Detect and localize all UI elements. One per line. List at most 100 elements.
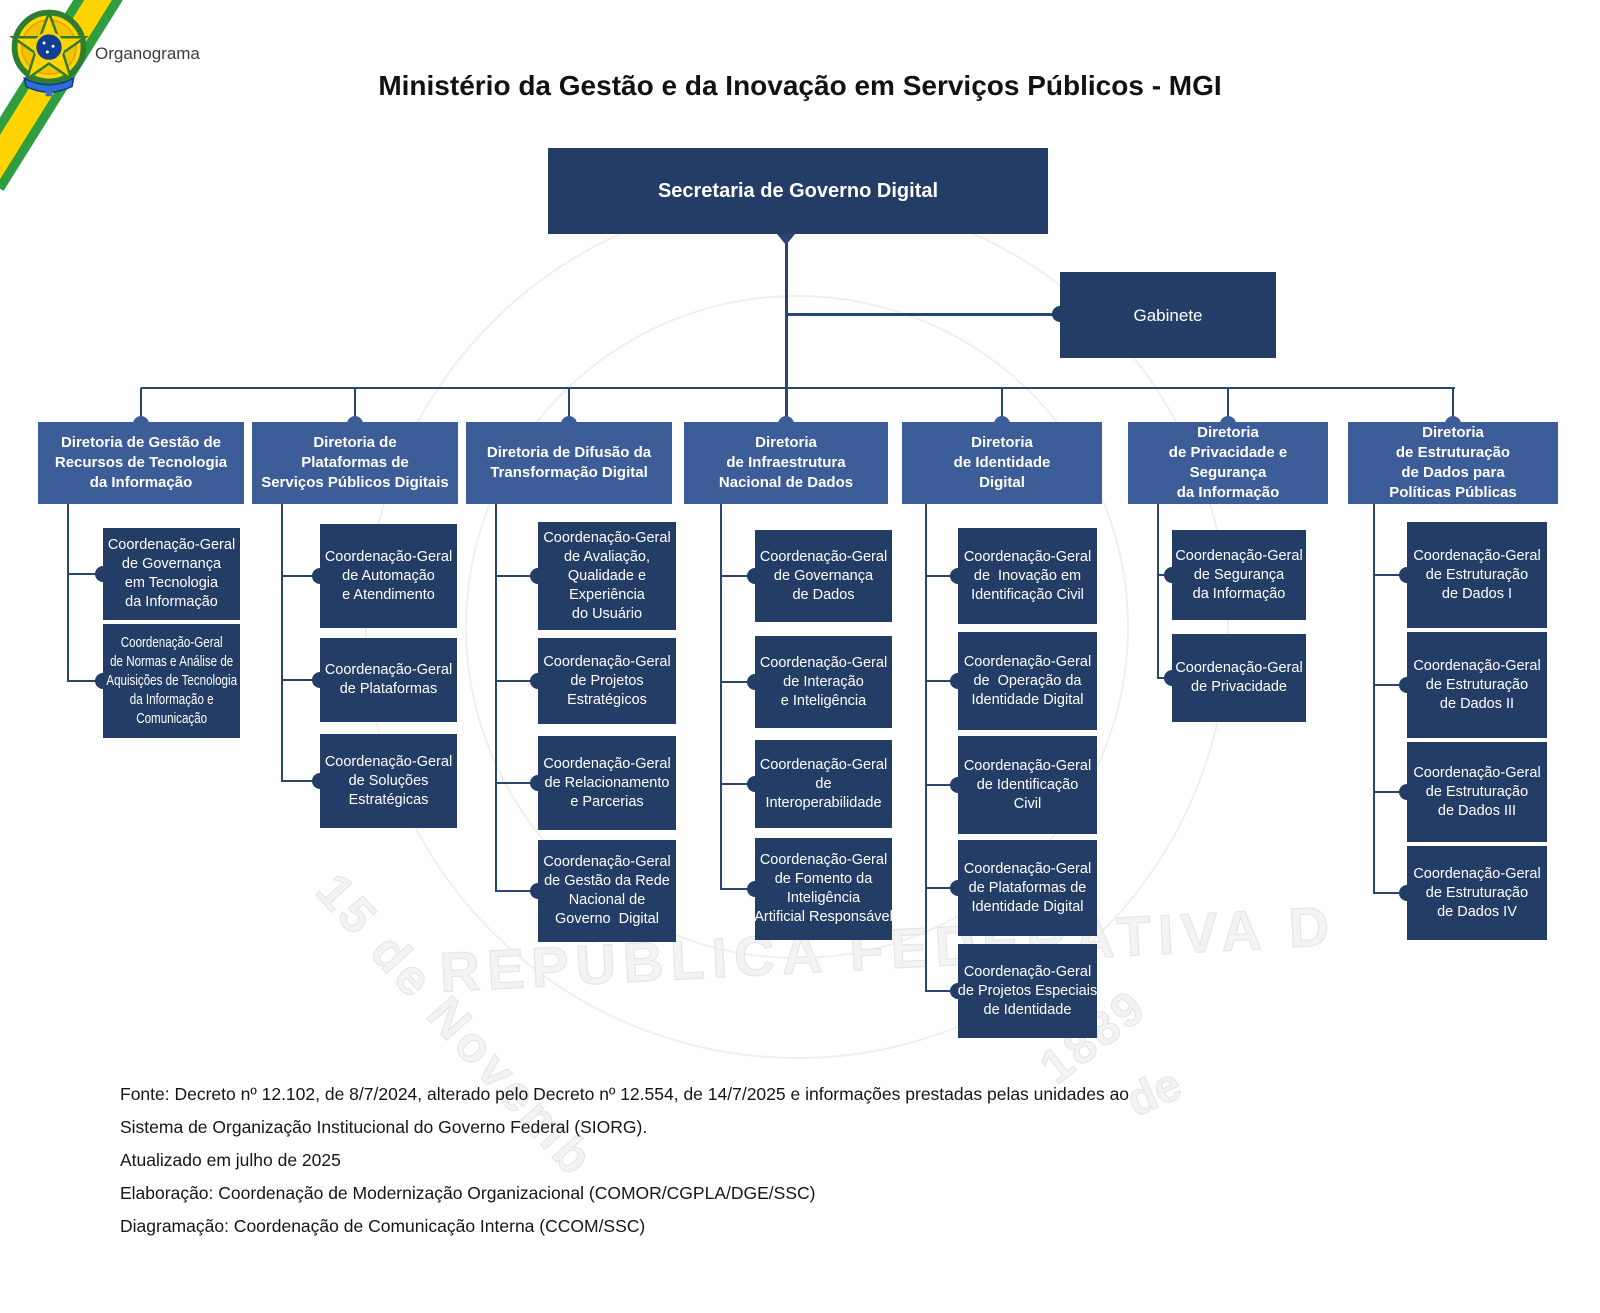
node-label: Coordenação-Geral de Inovação em Identif… [963,548,1092,603]
node-label: Coordenação-Geral de Estruturação de Dad… [1413,865,1541,920]
node-label: Coordenação-Geral de Segurança da Inform… [1175,547,1303,602]
connector-main-line [141,387,1455,389]
connector-branch [720,681,755,683]
node-label: Coordenação-Geral de Relacionamento e Pa… [543,755,671,810]
connector-branch [67,573,103,575]
footer-notes: Fonte: Decreto nº 12.102, de 8/7/2024, a… [120,1078,1380,1243]
node-label: Coordenação-Geral de Avaliação, Qualidad… [543,529,671,622]
node-cg-operacao-identidade-digital: Coordenação-Geral de Operação da Identid… [958,632,1097,730]
connector-branch [495,890,538,892]
connector-branch [720,783,755,785]
node-label: Diretoria de Infraestrutura Nacional de … [718,434,854,491]
node-label: Coordenação-Geral de Projetos Especiais … [957,963,1098,1018]
logo-caption: Organograma [95,44,200,63]
footer-line-fonte: Fonte: Decreto nº 12.102, de 8/7/2024, a… [120,1084,1130,1104]
gov-br-logo [0,0,152,191]
node-diretoria-privacidade-seguranca: Diretoria de Privacidade e Segurança da … [1128,422,1328,504]
connector-branch [925,784,958,786]
node-cg-seguranca-informacao: Coordenação-Geral de Segurança da Inform… [1172,530,1306,620]
connector-branch [1373,892,1407,894]
node-label: Diretoria de Gestão de Recursos de Tecno… [54,434,228,491]
connector-stub [354,388,356,422]
footer-line-atualizado: Atualizado em julho de 2025 [120,1150,341,1170]
node-label: Coordenação-Geral de Projetos Estratégic… [543,653,671,708]
node-label: Coordenação-Geral de Privacidade [1175,660,1303,695]
node-cg-identificacao-civil: Coordenação-Geral de Identificação Civil [958,736,1097,834]
node-label: Diretoria de Privacidade e Segurança da … [1168,424,1288,501]
node-diretoria-infraestrutura-dados: Diretoria de Infraestrutura Nacional de … [684,422,888,504]
connector-branch [495,680,538,682]
connector-branch [495,575,538,577]
node-cg-plataformas: Coordenação-Geral de Plataformas [320,638,457,722]
node-label: Coordenação-Geral de Identificação Civil [963,757,1092,812]
footer-line-elaboracao: Elaboração: Coordenação de Modernização … [120,1183,816,1203]
connector-trunk [281,504,283,781]
node-cg-gestao-rede-governo-digital: Coordenação-Geral de Gestão da Rede Naci… [538,840,676,942]
node-cg-relacionamento-parcerias: Coordenação-Geral de Relacionamento e Pa… [538,736,676,830]
connector-branch [495,782,538,784]
node-diretoria-gestao-recursos-ti: Diretoria de Gestão de Recursos de Tecno… [38,422,244,504]
connector-trunk [67,504,69,681]
connector-stub [1452,388,1454,422]
connector-branch [720,575,755,577]
node-label: Gabinete [1133,305,1203,325]
connector-trunk [925,504,927,991]
node-label: Coordenação-Geral de Operação da Identid… [963,653,1092,708]
node-label: Coordenação-Geral de Soluções Estratégic… [324,753,453,808]
page-title: Ministério da Gestão e da Inovação em Se… [378,70,1222,101]
node-diretoria-plataformas: Diretoria de Plataformas de Serviços Púb… [252,422,458,504]
node-diretoria-difusao: Diretoria de Difusão da Transformação Di… [466,422,672,504]
node-cg-automacao-atendimento: Coordenação-Geral de Automação e Atendim… [320,524,457,628]
connector-trunk [720,504,722,889]
node-label: Secretaria de Governo Digital [657,180,939,202]
node-label: Coordenação-Geral de Governança de Dados [759,548,888,603]
connector-branch [281,575,320,577]
connector-branch [925,680,958,682]
footer-line-siorg: Sistema de Organização Institucional do … [120,1117,648,1137]
node-label: Coordenação-Geral de Interação e Intelig… [759,654,888,709]
node-label: Coordenação-Geral de Fomento da Inteligê… [754,852,893,925]
node-cg-governanca-ti: Coordenação-Geral de Governança em Tecno… [103,528,240,620]
node-cg-governanca-dados: Coordenação-Geral de Governança de Dados [755,530,892,622]
node-cg-interacao-inteligencia: Coordenação-Geral de Interação e Intelig… [755,636,892,728]
node-cg-normas-aquisicoes-tic: Coordenação-Geral de Normas e Análise de… [103,624,240,738]
node-cg-fomento-ia-responsavel: Coordenação-Geral de Fomento da Inteligê… [754,838,893,940]
node-label: Coordenação-Geral de Automação e Atendim… [324,548,453,603]
node-gabinete: Gabinete [1060,272,1276,358]
node-diretoria-identidade-digital: Diretoria de Identidade Digital [902,422,1102,504]
connector-branch [1373,574,1407,576]
connector-stub [1001,388,1003,422]
node-cg-estruturacao-dados-1: Coordenação-Geral de Estruturação de Dad… [1407,522,1547,628]
connector-trunk [785,234,788,390]
connector-stub [1227,388,1229,422]
node-cg-solucoes-estrategicas: Coordenação-Geral de Soluções Estratégic… [320,734,457,828]
connector-branch [1373,684,1407,686]
connector-branch [281,679,320,681]
connector-trunk [1157,504,1159,678]
node-label: Coordenação-Geral de Interoperabilidade [759,756,888,811]
connector-branch [1373,791,1407,793]
connector-branch [720,888,755,890]
connector-branch [281,780,320,782]
node-cg-avaliacao-qualidade-experiencia: Coordenação-Geral de Avaliação, Qualidad… [538,522,676,630]
node-cg-inovacao-identificacao-civil: Coordenação-Geral de Inovação em Identif… [958,528,1097,624]
node-cg-interoperabilidade: Coordenação-Geral de Interoperabilidade [755,740,892,828]
node-label: Coordenação-Geral de Gestão da Rede Naci… [543,854,671,927]
node-cg-plataformas-identidade-digital: Coordenação-Geral de Plataformas de Iden… [958,840,1097,936]
node-secretaria-de-governo-digital: Secretaria de Governo Digital [548,148,1048,234]
connector-branch [925,887,958,889]
node-label: Diretoria de Difusão da Transformação Di… [486,444,652,481]
node-cg-estruturacao-dados-3: Coordenação-Geral de Estruturação de Dad… [1407,742,1547,842]
node-cg-estruturacao-dados-2: Coordenação-Geral de Estruturação de Dad… [1407,632,1547,738]
node-label: Coordenação-Geral de Normas e Análise de… [106,634,237,727]
node-label: Coordenação-Geral de Plataformas de Iden… [963,860,1092,915]
connector-branch [786,313,1060,316]
node-label: Coordenação-Geral de Plataformas [324,662,453,697]
connector-trunk [1373,504,1375,893]
coat-of-arms-icon [9,9,89,97]
node-label: Diretoria de Identidade Digital [953,434,1051,491]
connector-branch [925,990,958,992]
connector-stub [785,388,788,422]
node-cg-privacidade: Coordenação-Geral de Privacidade [1172,634,1306,722]
node-label: Diretoria de Estruturação de Dados para … [1389,424,1517,501]
